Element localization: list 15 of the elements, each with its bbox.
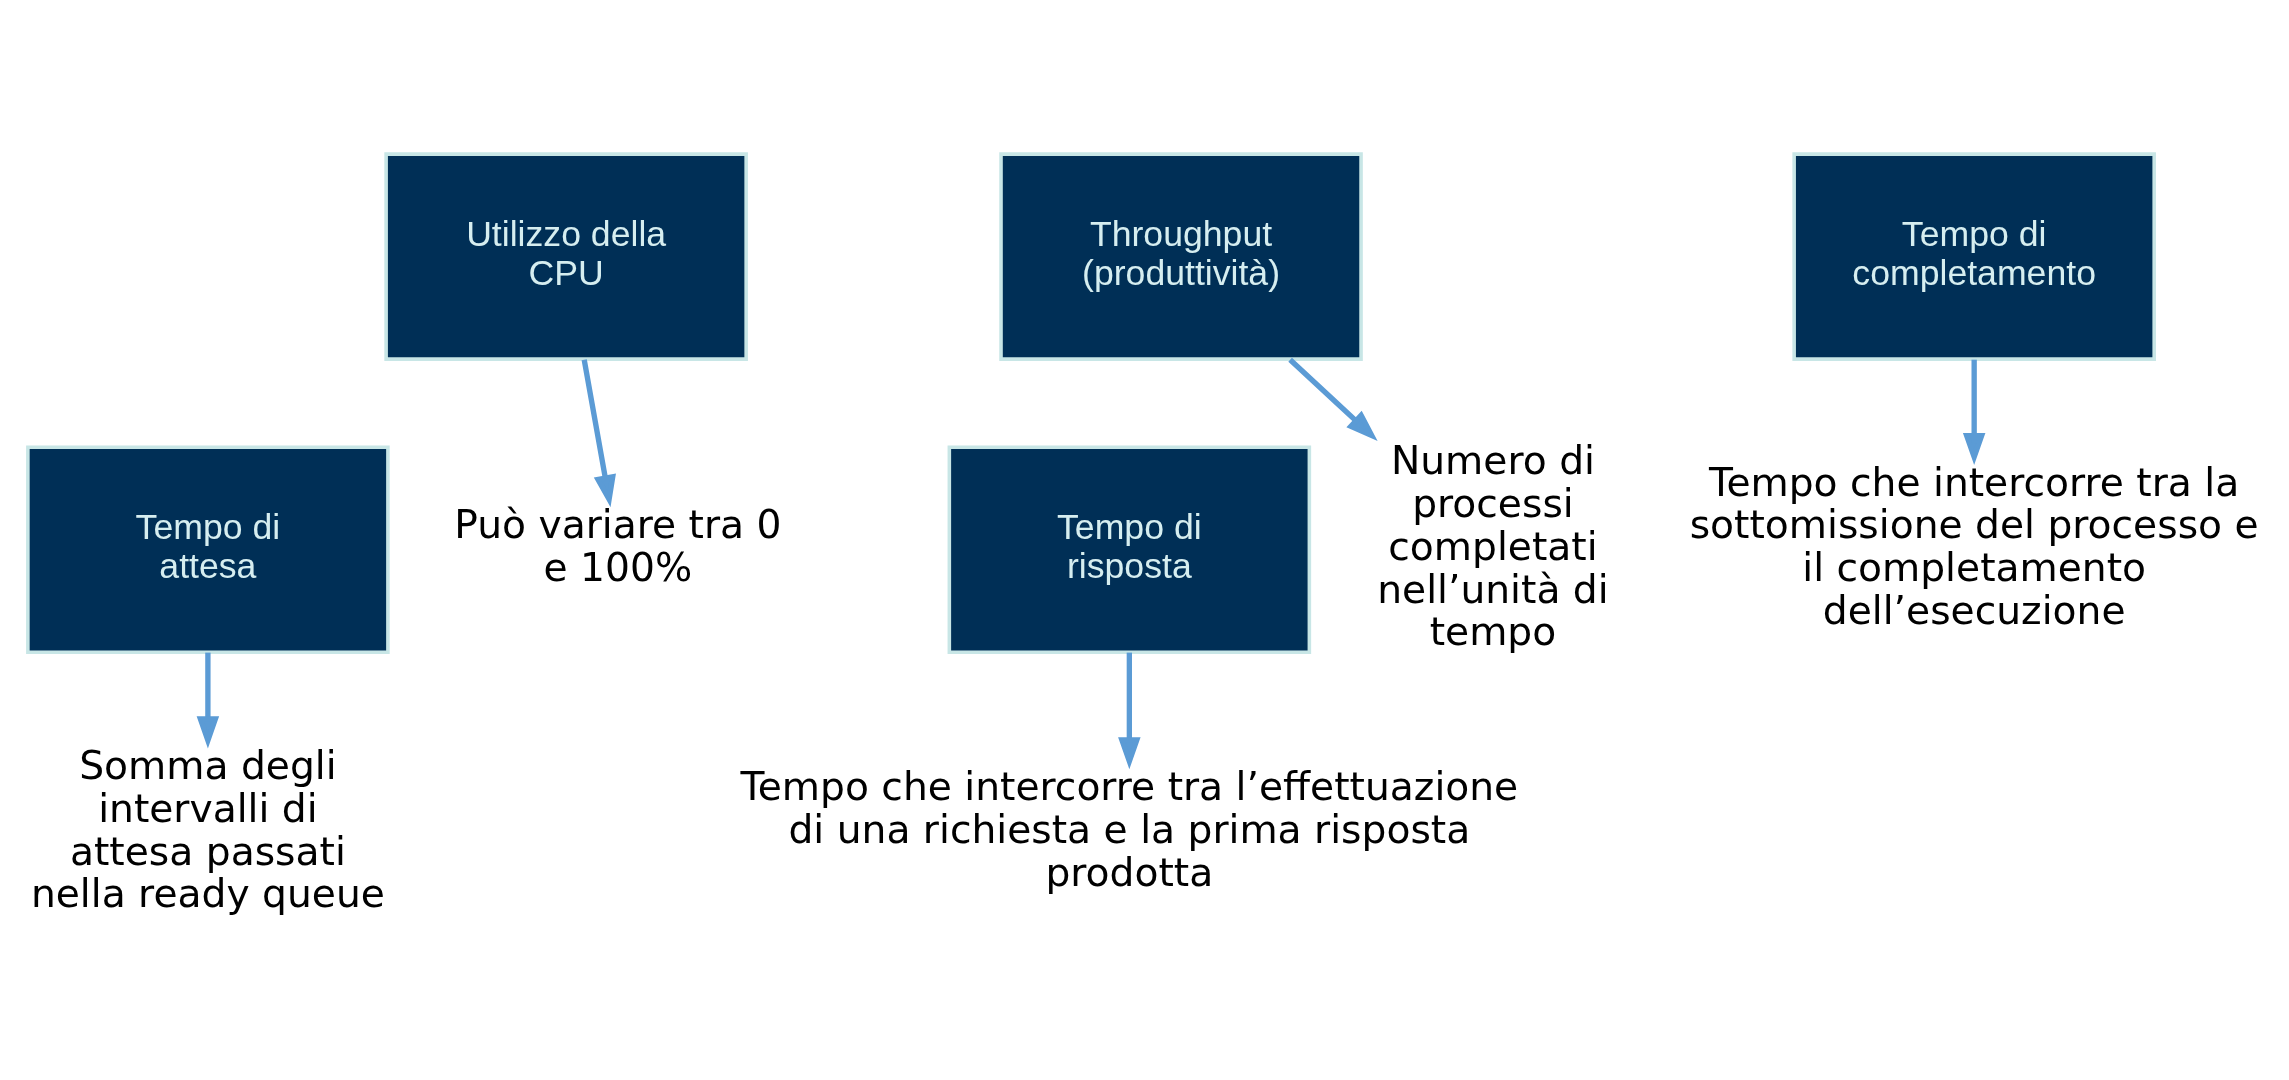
node-box: Utilizzo della CPU [384,152,748,361]
arrow [1962,359,1986,466]
arrow [581,359,616,508]
node-box: Tempo di completamento [1792,152,2156,361]
node-box: Tempo di attesa [26,445,390,655]
node-text: Somma degli intervalli di attesa passati nella ready queue [30,743,385,917]
node-text: Tempo che intercorre tra l’effettuazione di una richiesta e la prima risposta prodotta [740,764,1519,895]
arrow [1288,357,1378,441]
arrow [1118,652,1141,770]
arrow [196,652,220,749]
node-box: Tempo di risposta [947,445,1312,655]
node-box: Throughput (produttività) [999,152,1363,361]
node-text: Può variare tra 0 e 100% [454,502,782,591]
node-text: Tempo che intercorre tra la sottomissione del processo e il completamento dell’esecuzione [1689,459,2259,633]
node-text: Numero di processi completati nell’unità di tempo [1377,438,1609,655]
